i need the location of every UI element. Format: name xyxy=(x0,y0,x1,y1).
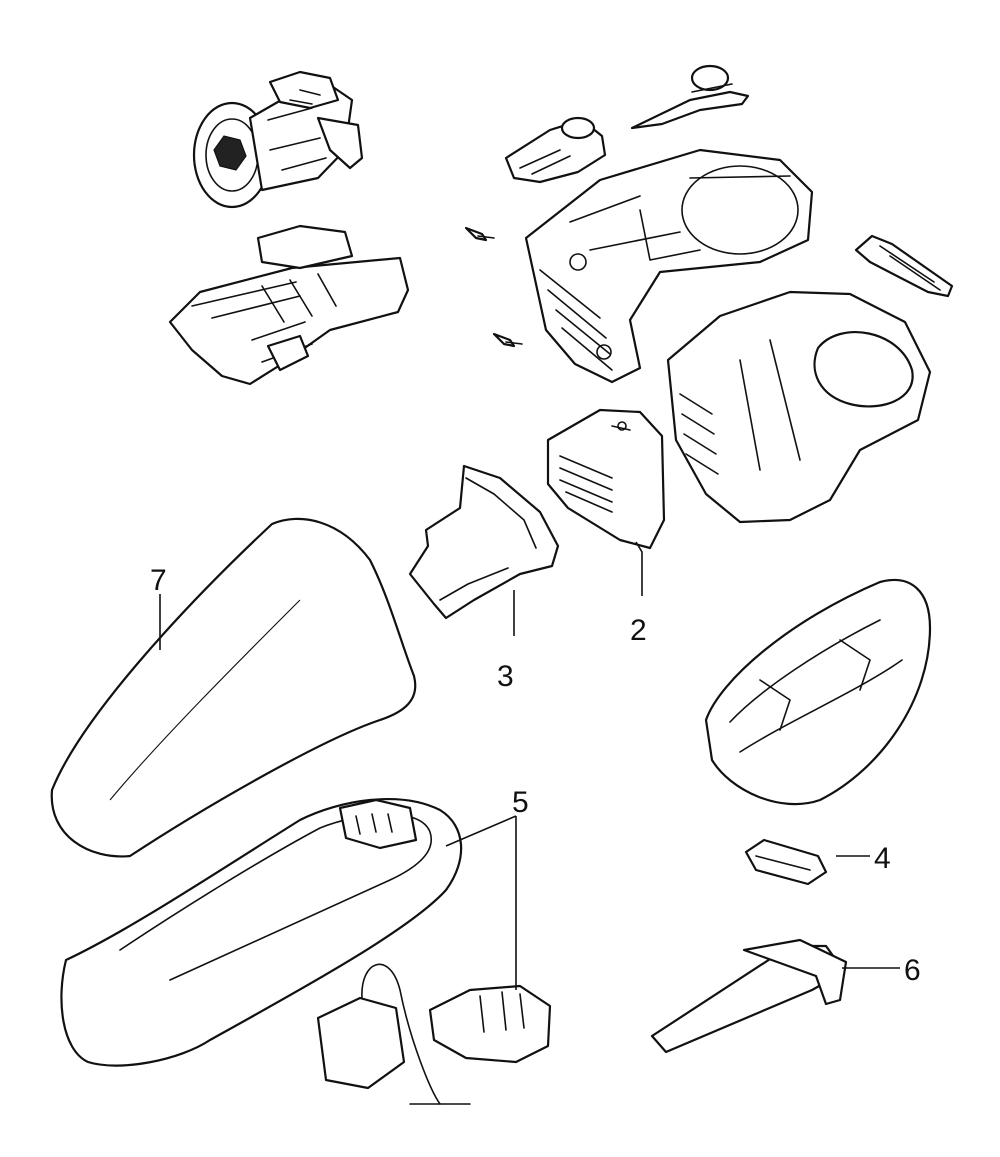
callout-7: 7 xyxy=(150,564,167,597)
crevice-tool-part-6 xyxy=(650,938,848,1054)
charger-adapter xyxy=(316,963,471,1105)
filter-part-2 xyxy=(546,408,666,550)
battery-pack xyxy=(168,224,410,386)
baffle-part-3 xyxy=(408,464,560,620)
callout-3: 3 xyxy=(497,660,514,693)
dust-bowl xyxy=(666,290,932,524)
callout-5: 5 xyxy=(512,786,529,819)
bottom-housing xyxy=(704,578,932,806)
leader-lines xyxy=(159,541,900,990)
base-part-5 xyxy=(60,797,463,1067)
callout-4: 4 xyxy=(874,842,891,875)
latch-part-4 xyxy=(744,838,828,886)
top-cover-part-7 xyxy=(50,517,417,858)
contact-block xyxy=(428,984,552,1064)
screws xyxy=(464,226,523,348)
main-housing xyxy=(524,148,814,384)
latch-bracket xyxy=(854,234,954,298)
motor-assembly xyxy=(192,70,364,209)
callout-2: 2 xyxy=(630,614,647,647)
switch-parts xyxy=(504,64,750,184)
callout-6: 6 xyxy=(904,954,921,987)
